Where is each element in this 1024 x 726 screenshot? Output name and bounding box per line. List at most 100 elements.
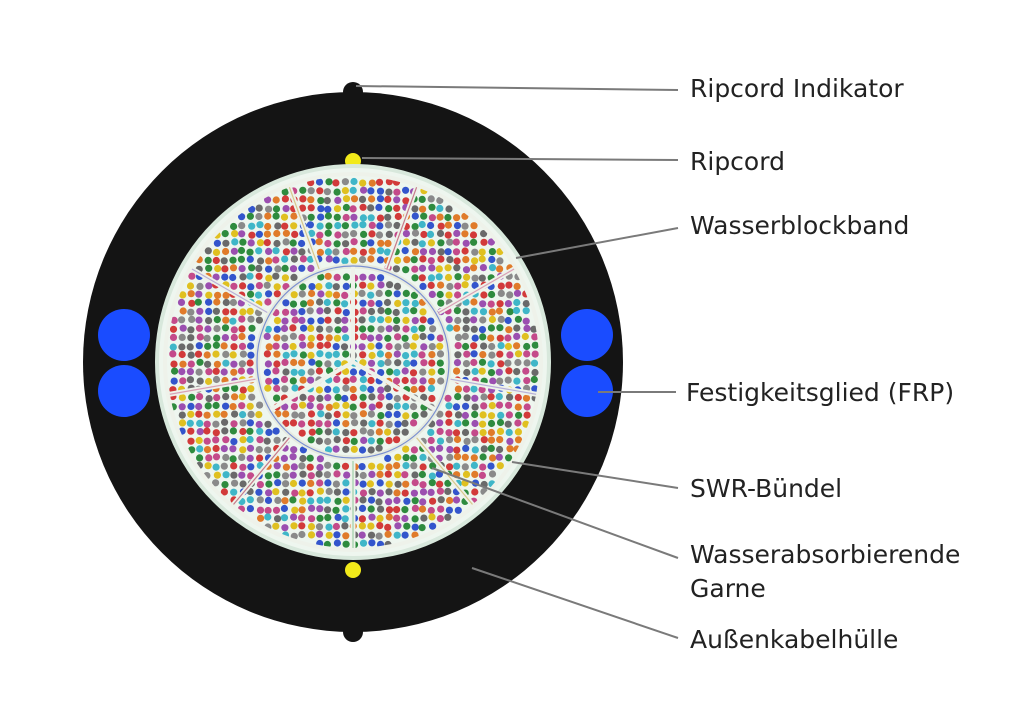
fiber-dot	[281, 334, 289, 342]
fiber-dot	[418, 470, 426, 479]
fiber-dot	[221, 427, 229, 435]
fiber-dot	[291, 384, 299, 392]
fiber-dot	[359, 299, 367, 307]
fiber-dot	[272, 205, 281, 213]
fiber-dot	[444, 487, 452, 495]
fiber-dot	[394, 522, 402, 530]
fiber-dot	[393, 256, 402, 264]
fiber-dot	[497, 411, 505, 419]
fiber-dot	[282, 463, 290, 471]
fiber-dot	[220, 368, 228, 376]
fiber-dot	[454, 282, 462, 290]
fiber-dot	[299, 470, 307, 478]
fiber-dot	[196, 333, 204, 341]
fiber-dot	[306, 307, 314, 315]
fiber-dot	[428, 203, 436, 211]
fiber-dot	[282, 299, 290, 307]
fiber-dot	[461, 428, 470, 437]
fiber-dot	[333, 531, 341, 539]
fiber-dot	[461, 230, 469, 238]
fiber-dot	[264, 513, 272, 521]
fiber-dot	[358, 463, 366, 471]
fiber-dot	[393, 394, 401, 403]
fiber-dot	[453, 453, 462, 461]
fiber-dot	[263, 368, 271, 376]
fiber-dot	[315, 367, 323, 375]
fiber-dot	[264, 384, 272, 392]
fiber-dot	[212, 429, 220, 437]
fiber-dot	[453, 324, 461, 332]
fiber-dot	[298, 369, 306, 377]
fiber-dot	[411, 411, 419, 420]
fiber-dot	[308, 229, 316, 237]
fiber-dot	[429, 497, 437, 505]
fiber-dot	[316, 463, 324, 472]
fiber-dot	[342, 240, 350, 248]
fiber-dot	[427, 239, 435, 247]
fiber-dot	[281, 255, 289, 263]
fiber-dot	[428, 394, 436, 403]
fiber-dot	[205, 282, 213, 290]
fiber-dot	[377, 393, 385, 401]
fiber-dot	[514, 419, 522, 427]
fiber-dot	[488, 470, 497, 478]
fiber-dot	[437, 255, 445, 263]
fiber-dot	[359, 384, 367, 392]
fiber-dot	[246, 435, 254, 444]
fiber-dot	[316, 479, 324, 487]
fiber-dot	[522, 307, 530, 315]
fiber-dot	[497, 282, 505, 290]
fiber-dot	[377, 369, 385, 377]
leader-ripcord	[361, 157, 679, 161]
fiber-dot	[463, 273, 471, 281]
fiber-dot	[453, 214, 461, 222]
fiber-dot	[229, 317, 237, 325]
fiber-dot	[350, 256, 358, 265]
fiber-dot	[342, 377, 350, 385]
fiber-dot	[222, 308, 230, 316]
fiber-dot	[187, 308, 195, 316]
fiber-dot	[487, 238, 495, 246]
fiber-dot	[290, 255, 298, 263]
fiber-dot	[401, 531, 409, 539]
fiber-dot	[479, 264, 487, 272]
fiber-dot	[195, 436, 203, 445]
fiber-dot	[341, 222, 349, 230]
fiber-dot	[222, 359, 230, 367]
fiber-dot	[342, 401, 350, 409]
fiber-dot	[419, 248, 428, 256]
fiber-dot	[342, 203, 350, 212]
fiber-dot	[359, 281, 367, 289]
fiber-dot	[368, 230, 376, 238]
fiber-dot	[384, 358, 392, 366]
fiber-dot	[273, 334, 281, 342]
fiber-dot	[402, 325, 410, 333]
fiber-dot	[213, 298, 221, 306]
fiber-dot	[213, 394, 221, 402]
fiber-dot	[264, 222, 272, 231]
fiber-dot	[342, 540, 350, 548]
fiber-dot	[410, 419, 418, 427]
fiber-dot	[281, 264, 289, 272]
fiber-dot	[496, 300, 504, 308]
fiber-dot	[435, 273, 443, 281]
fiber-dot	[263, 332, 271, 340]
fiber-dot	[480, 445, 488, 453]
fiber-dot	[325, 531, 333, 539]
fiber-dot	[324, 229, 332, 237]
fiber-dot	[315, 283, 323, 291]
fiber-dot	[187, 402, 195, 410]
fiber-dot	[315, 523, 324, 531]
fiber-dot	[384, 454, 392, 462]
fiber-dot	[179, 360, 187, 368]
fiber-dot	[289, 265, 298, 273]
fiber-dot	[282, 368, 290, 376]
fiber-dot	[307, 479, 315, 487]
fiber-dot	[420, 343, 428, 351]
fiber-dot	[470, 325, 478, 333]
fiber-dot	[376, 470, 384, 478]
fiber-dot	[446, 282, 454, 291]
fiber-dot	[367, 531, 376, 539]
fiber-dot	[255, 230, 263, 238]
fiber-dot	[280, 454, 288, 462]
